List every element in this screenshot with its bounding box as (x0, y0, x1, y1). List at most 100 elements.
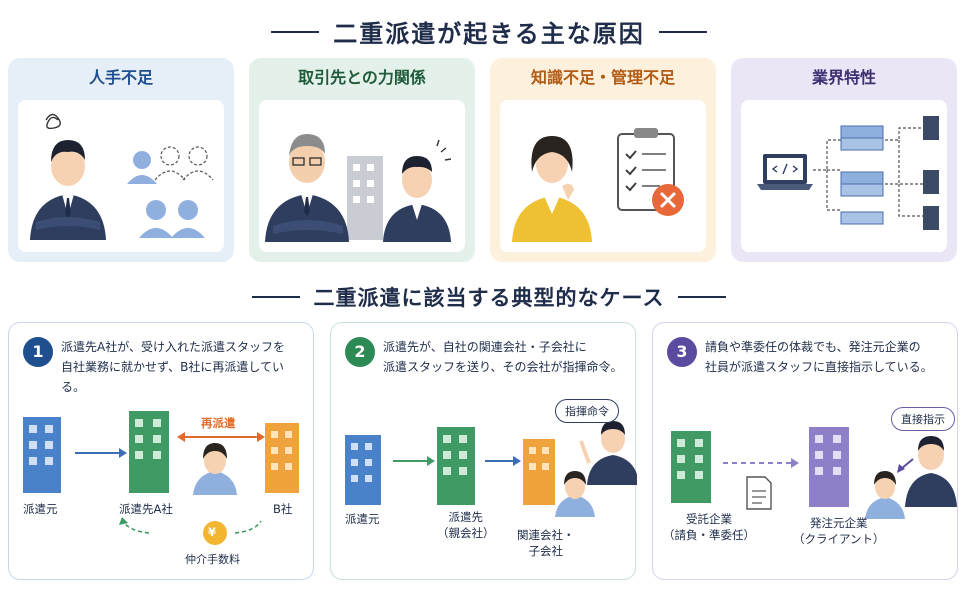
client-manager-icon (905, 436, 957, 507)
boss-and-staff-illustration (265, 134, 452, 242)
label-fee: 仲介手数料 (185, 553, 240, 566)
case-description-line: 請負や準委任の体裁でも、発注元企業の (705, 340, 921, 354)
label-client-line: 発注元企業 (810, 516, 868, 530)
label-company-a: 派遣先A社 (119, 502, 173, 516)
server-stack-icon (840, 125, 884, 225)
label-company-b: B社 (273, 502, 293, 516)
section-title-text: 二重派遣が起きる主な原因 (333, 20, 645, 48)
fee-arrow-right (234, 520, 262, 534)
case-description: 請負や準委任の体裁でも、発注元企業の 社員が派遣スタッフに直接指示している。 (705, 337, 947, 377)
case-number-badge: 2 (345, 337, 375, 367)
worry-scribble-icon (45, 113, 61, 130)
label-dest-line: （親会社） (437, 526, 495, 540)
cause-title: 人手不足 (88, 68, 153, 87)
case-number-badge: 1 (23, 337, 53, 367)
purple-building-icon (809, 427, 849, 507)
section-title-text: 二重派遣に該当する典型的なケース (313, 286, 665, 310)
cause-title: 業界特性 (811, 68, 876, 87)
cause-card-labor-shortage: 人手不足 (8, 58, 234, 262)
case-description-line: 派遣先A社が、受け入れた派遣スタッフを (61, 340, 285, 354)
case1-flow-diagram (23, 411, 299, 545)
label-affiliate-line: 子会社 (528, 544, 564, 558)
label-affiliate: 関連会社・ 子会社 (517, 527, 575, 559)
staff-woman-icon (193, 443, 237, 495)
cause-card-knowledge-shortage: 知識不足・管理不足 (490, 58, 716, 262)
arrow-head (897, 464, 905, 473)
case-card-disguised-contract: 3 請負や準委任の体裁でも、発注元企業の 社員が派遣スタッフに直接指示している。 (652, 322, 958, 580)
cause-card-industry-traits: 業界特性 (731, 58, 957, 262)
man-figure-icon (30, 140, 106, 240)
orange-building-icon (265, 423, 299, 493)
cause-card-client-relationship: 取引先との力関係 (249, 58, 475, 262)
case3-flow-diagram (671, 427, 957, 519)
label-contractor-line: 受託企業 (686, 512, 732, 526)
office-buildings-icon (923, 116, 939, 230)
yen-symbol: ¥ (208, 525, 217, 539)
title-dash-right (678, 296, 727, 298)
orange-building-icon (523, 439, 555, 505)
blue-building-icon (23, 417, 61, 493)
arrow-head (427, 456, 435, 466)
case-description: 派遣先が、自社の関連会社・子会社に 派遣スタッフを送り、その会社が指揮命令。 (383, 337, 625, 377)
label-contractor-line: （請負・準委任） (663, 528, 755, 542)
green-building-icon (671, 431, 711, 503)
arrow-head (177, 432, 185, 442)
label-dest: 派遣先 （親会社） (437, 509, 495, 541)
arrow-head (257, 432, 265, 442)
case-description-line: 派遣スタッフを送り、その会社が指揮命令。 (383, 360, 623, 374)
instruction-arrow-line (900, 458, 914, 470)
cause-title: 知識不足・管理不足 (530, 68, 675, 87)
case-description-line: 社員が派遣スタッフに直接指示している。 (705, 360, 933, 374)
case-number-badge: 3 (667, 337, 697, 367)
document-icon (746, 476, 772, 510)
cause-illustration (259, 100, 465, 252)
case-description-line: 自社業務に就かせず、B社に再派遣している。 (61, 360, 285, 394)
label-client-line: （クライアント） (793, 532, 885, 546)
case-description: 派遣先A社が、受け入れた派遣スタッフを 自社業務に就かせず、B社に再派遣している… (61, 337, 303, 397)
cause-title: 取引先との力関係 (298, 68, 426, 87)
boss-figure-icon (265, 134, 349, 242)
case-card-redispatch: 1 派遣先A社が、受け入れた派遣スタッフを 自社業務に就かせず、B社に再派遣して… (8, 322, 314, 580)
building-icon (347, 156, 383, 240)
confused-woman-illustration (512, 128, 684, 242)
label-client: 発注元企業 （クライアント） (793, 515, 885, 547)
label-dest-line: 派遣先 (448, 510, 484, 524)
error-x-icon (652, 184, 684, 216)
label-source: 派遣元 (345, 512, 380, 526)
connector-lines (813, 127, 923, 217)
staff-woman-icon (865, 471, 905, 519)
cause-illustration (741, 100, 947, 252)
arrow-head (119, 517, 128, 525)
green-building-icon (437, 427, 475, 505)
green-building-icon (129, 411, 169, 493)
section-title-causes: 二重派遣が起きる主な原因 (0, 14, 978, 49)
blue-building-icon (345, 435, 381, 505)
yen-coin-icon (203, 521, 227, 545)
arrow-head (119, 448, 127, 458)
case-description-line: 派遣先が、自社の関連会社・子会社に (383, 340, 587, 354)
title-dash-right (658, 30, 707, 33)
speech-bubble-direct-instruction: 直接指示 (891, 407, 955, 431)
speech-bubble-command: 指揮命令 (555, 399, 619, 423)
arrow-head (791, 458, 799, 468)
fee-arrow-left (122, 520, 150, 534)
missing-people-icon (127, 146, 214, 238)
label-contractor: 受託企業 （請負・準委任） (663, 511, 755, 543)
case2-flow-diagram (345, 421, 637, 517)
staff-figure-icon (383, 139, 452, 242)
staff-woman-icon (555, 471, 595, 517)
multi-layer-structure-illustration (757, 116, 939, 230)
label-source: 派遣元 (23, 502, 58, 516)
woman-figure-icon (512, 136, 592, 242)
worried-man-illustration (30, 113, 214, 240)
manager-pointing-icon (579, 421, 637, 485)
cause-illustration (18, 100, 224, 252)
laptop-code-icon (757, 154, 813, 190)
title-dash-left (271, 30, 320, 33)
title-dash-left (251, 296, 300, 298)
case-card-affiliate: 2 派遣先が、自社の関連会社・子会社に 派遣スタッフを送り、その会社が指揮命令。 (330, 322, 637, 580)
label-affiliate-line: 関連会社・ (517, 528, 575, 542)
label-redispatch: 再派遣 (201, 416, 236, 430)
arrow-head (513, 456, 521, 466)
cause-illustration (500, 100, 706, 252)
